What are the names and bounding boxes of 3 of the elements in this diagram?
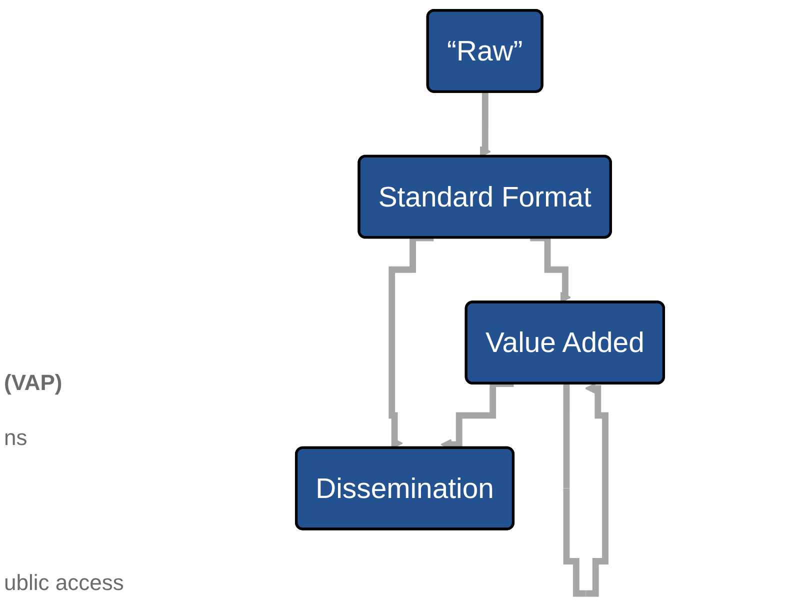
note-text: ublic access [4, 570, 124, 596]
note-text: (VAP) [4, 370, 62, 396]
note-text: ns [4, 425, 28, 451]
